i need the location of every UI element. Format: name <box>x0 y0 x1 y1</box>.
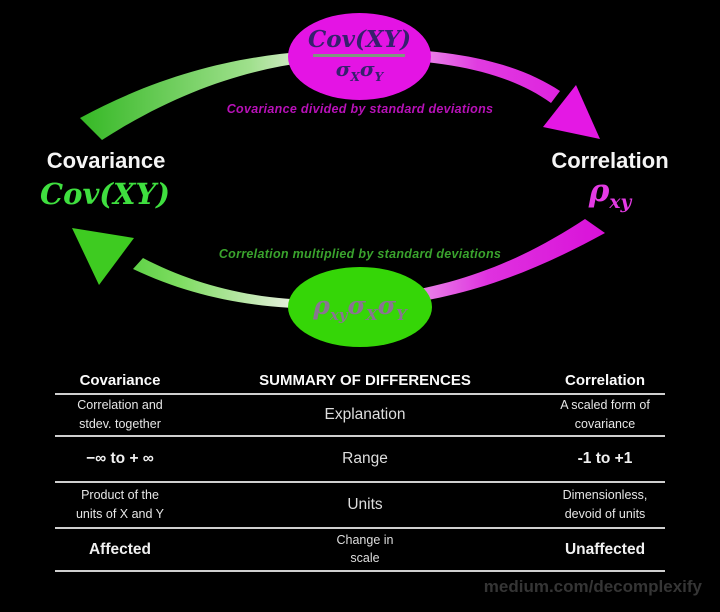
table-row-range: −∞ to + ∞ Range -1 to +1 <box>55 437 665 483</box>
range-label: Range <box>342 450 388 467</box>
units-covariance: Product of the units of X and Y <box>75 488 165 521</box>
correlation-formula: ρxy <box>565 173 655 213</box>
table-row-units: Product of the units of X and Y Units Di… <box>55 483 665 529</box>
subscript-x: X <box>365 305 378 324</box>
table-row-change-in-scale: Affected Change in scale Unaffected <box>55 529 665 572</box>
source-credit: medium.com/decomplexify <box>483 577 702 596</box>
explanation-covariance: Correlation and stdev. together <box>77 398 163 431</box>
subscript-y: Y <box>396 305 407 324</box>
subscript-y: Y <box>374 70 384 85</box>
arrowhead-to-correlation <box>543 85 600 139</box>
explanation-correlation: A scaled form of covariance <box>560 398 650 431</box>
sigma-symbol: σ <box>335 57 351 82</box>
subscript-x: X <box>350 70 360 85</box>
fraction-numerator: Cov(XY) <box>307 26 412 54</box>
explanation-label: Explanation <box>324 406 406 423</box>
fraction: Cov(XY) σXσY <box>308 28 411 84</box>
table-header-row: Covariance SUMMARY OF DIFFERENCES Correl… <box>55 368 665 395</box>
subscript-xy: xy <box>609 192 632 214</box>
change-in-scale-label: Change in scale <box>336 533 394 565</box>
formula-bubble-correlation-definition: Cov(XY) σXσY <box>288 13 431 100</box>
bottom-arrow-caption: Correlation multiplied by standard devia… <box>218 247 502 261</box>
subscript-xy: xy <box>329 305 348 324</box>
header-covariance: Covariance <box>79 372 161 389</box>
range-covariance: −∞ to + ∞ <box>86 450 154 467</box>
rho-sigma-product-formula: ρxyσXσY <box>313 291 407 324</box>
sigma-symbol: σ <box>347 290 366 320</box>
scale-correlation: Unaffected <box>564 540 646 558</box>
sigma-symbol: σ <box>359 57 375 82</box>
rho-symbol: ρ <box>313 290 330 320</box>
correlation-title: Correlation <box>551 148 669 173</box>
scale-covariance: Affected <box>88 540 151 558</box>
header-summary-of-differences: SUMMARY OF DIFFERENCES <box>259 372 471 389</box>
arc-covariance-to-correlation <box>80 48 560 140</box>
covariance-formula: Cov(XY) <box>40 177 170 211</box>
covariance-title: Covariance <box>46 148 166 173</box>
sigma-symbol: σ <box>377 290 397 320</box>
fraction-bar <box>313 54 406 58</box>
fraction-denominator: σXσY <box>336 58 383 84</box>
units-label: Units <box>347 496 383 513</box>
summary-table: Covariance SUMMARY OF DIFFERENCES Correl… <box>55 368 665 572</box>
top-arrow-caption: Covariance divided by standard deviation… <box>226 102 494 116</box>
table-row-explanation: Correlation and stdev. together Explanat… <box>55 395 665 437</box>
arc-correlation-to-covariance <box>133 219 605 309</box>
formula-bubble-covariance-definition: ρxyσXσY <box>288 267 432 347</box>
units-correlation: Dimensionless, devoid of units <box>562 488 648 521</box>
header-correlation: Correlation <box>564 372 645 389</box>
arrowhead-to-covariance <box>72 228 134 285</box>
range-correlation: -1 to +1 <box>577 450 633 467</box>
rho-symbol: ρ <box>588 173 610 209</box>
